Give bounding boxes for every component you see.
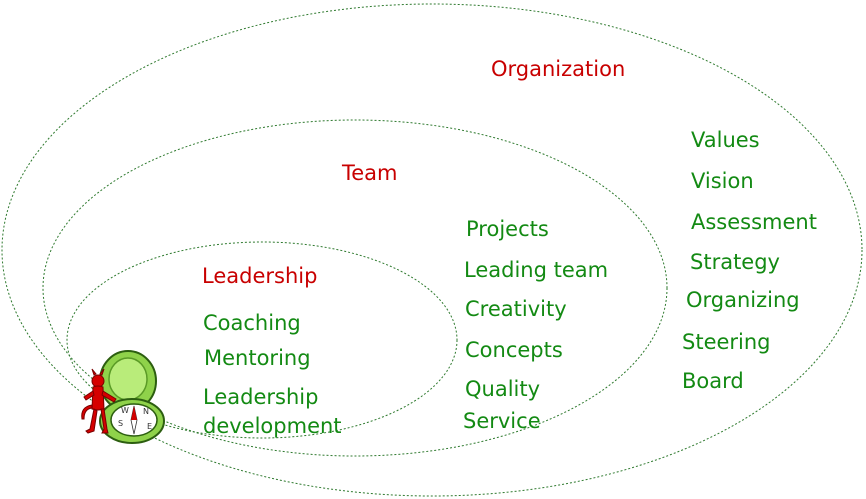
compass-letter-w: W — [121, 406, 129, 415]
leadership-item-mentoring: Mentoring — [204, 346, 311, 370]
organization-item-vision: Vision — [691, 169, 754, 193]
team-item-creativity: Creativity — [465, 297, 567, 321]
red-devil-figure-icon — [81, 368, 117, 434]
organization-item-values: Values — [691, 128, 760, 152]
organization-heading: Organization — [491, 57, 626, 81]
compass-letter-n: N — [143, 407, 149, 416]
team-heading: Team — [342, 161, 398, 185]
compass-mascot: N E S W — [81, 350, 165, 444]
team-item-projects: Projects — [466, 217, 549, 241]
leadership-ellipse — [66, 241, 458, 439]
leadership-heading: Leadership — [202, 264, 318, 288]
compass-icon: N E S W — [99, 350, 165, 444]
team-item-concepts: Concepts — [465, 338, 563, 362]
organization-item-board: Board — [682, 369, 744, 393]
organization-item-steering: Steering — [682, 330, 771, 354]
leadership-item-leadership: Leadership — [203, 385, 319, 409]
organization-item-organizing: Organizing — [686, 288, 800, 312]
team-item-leading-team: Leading team — [464, 258, 609, 282]
compass-letter-s: S — [118, 419, 123, 428]
compass-letter-e: E — [147, 422, 152, 431]
team-ellipse — [42, 119, 668, 457]
team-item-quality: Quality — [465, 377, 541, 401]
leadership-item-coaching: Coaching — [203, 311, 301, 335]
organization-item-assessment: Assessment — [691, 210, 817, 234]
organization-item-strategy: Strategy — [690, 250, 780, 274]
team-item-service: Service — [463, 409, 541, 433]
organization-ellipse — [1, 3, 863, 497]
leadership-item-development: development — [203, 414, 342, 438]
